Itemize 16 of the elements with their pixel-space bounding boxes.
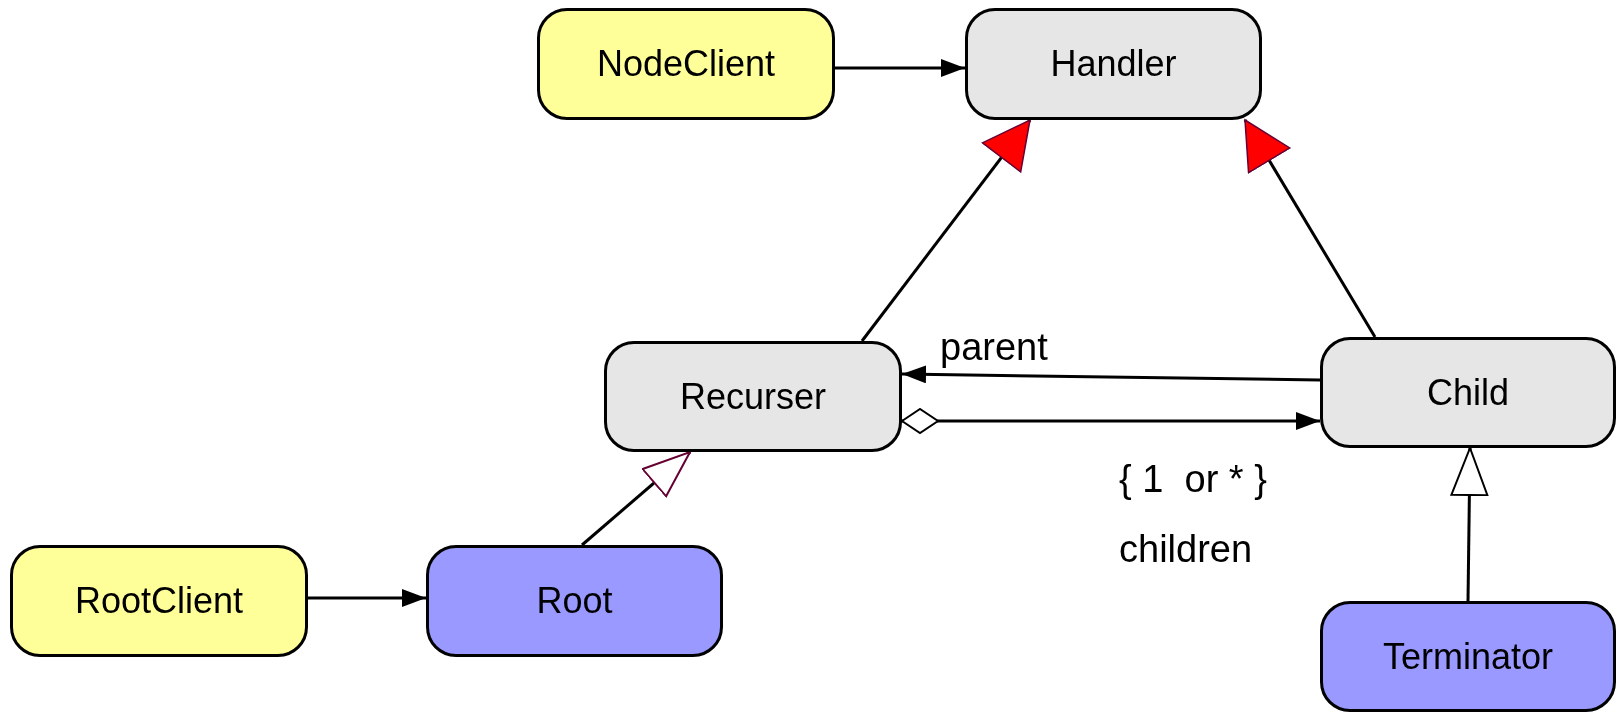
class-box: Root [426,545,723,657]
class-box: Recurser [604,341,902,452]
arrow [901,365,1321,384]
inheritance-arrow [1450,447,1489,602]
arrow [308,589,426,607]
class-box: RootClient [10,545,308,657]
class-box: Child [1320,337,1616,448]
arrow [835,59,965,77]
class-box: Handler [965,8,1262,120]
class-box: Terminator [1320,601,1616,712]
arrow [901,408,1320,434]
inheritance-arrow [860,119,1032,342]
class-box: NodeClient [537,8,835,120]
role-label: children [1119,530,1253,568]
inheritance-arrow [1243,119,1377,338]
inheritance-arrow [581,450,691,547]
